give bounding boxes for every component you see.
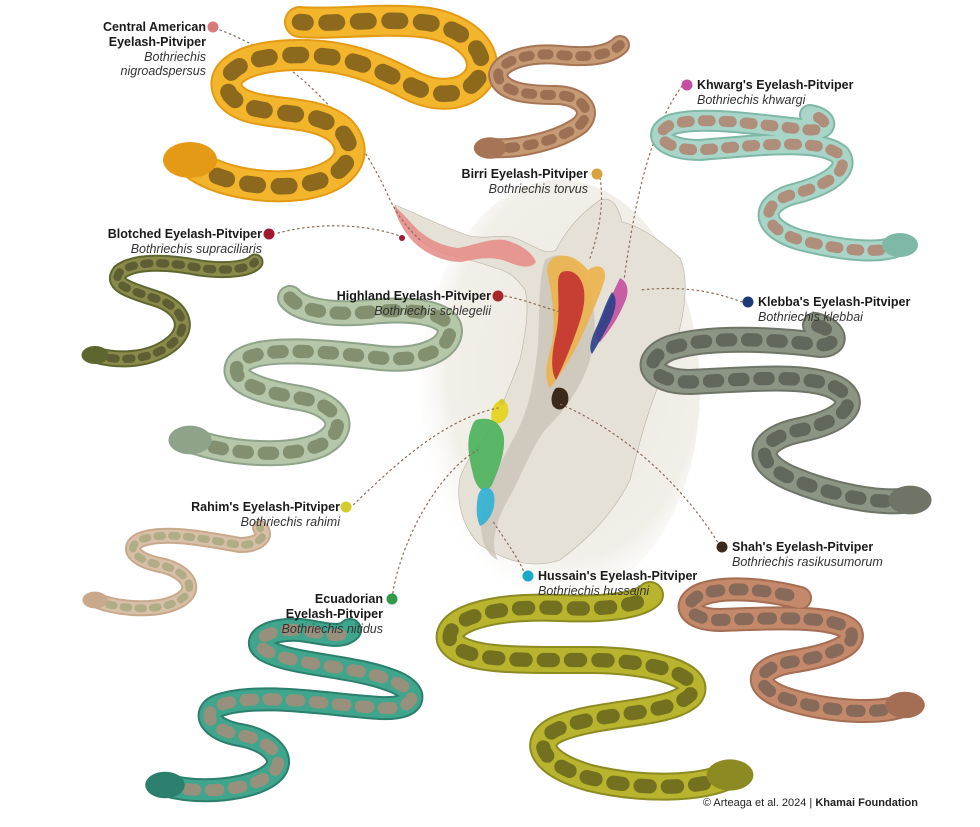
snake-birri [473, 35, 630, 159]
range-klebbai [590, 292, 616, 354]
common-name: Khwarg's Eyelash-Pitviper [697, 78, 854, 92]
dot-ecuadorian [386, 593, 398, 605]
common-name: Highland Eyelash-Pitviper [336, 289, 491, 303]
snake-pattern [158, 623, 418, 797]
pin-rahimi [499, 399, 505, 405]
common-name: Shah's Eyelash-Pitviper [732, 540, 874, 554]
label-khwarg: Khwarg's Eyelash-Pitviper Bothriechis kh… [697, 78, 854, 108]
snake-pattern [646, 318, 917, 508]
range-nitidus [468, 418, 505, 491]
snake-pattern [90, 257, 260, 363]
label-highland: Highland Eyelash-Pitviper Bothriechis sc… [271, 289, 491, 319]
legend-dots [207, 21, 754, 605]
connector-highland [504, 295, 561, 313]
common-name: Hussain's Eyelash-Pitviper [538, 569, 698, 583]
common-name: Klebba's Eyelash-Pitviper [758, 295, 911, 309]
dot-hussain [522, 570, 534, 582]
common-name: Ecuadorian Eyelash-Pitviper [285, 592, 383, 621]
credit-line: © Arteaga et al. 2024 | Khamai Foundatio… [703, 797, 918, 809]
snake-ecuadorian [145, 617, 424, 803]
range-rasikusumorum [551, 387, 569, 410]
common-name: Blotched Eyelash-Pitviper [107, 227, 262, 241]
dot-central [207, 21, 219, 33]
snake-head [145, 771, 185, 799]
label-rahim: Rahim's Eyelash-Pitviper Bothriechis rah… [140, 500, 340, 530]
connector-ecuadorian [391, 449, 479, 599]
scientific-name: Bothriechis rahimi [240, 514, 340, 529]
snake-head [82, 591, 108, 609]
range-hussaini [476, 487, 495, 526]
label-klebba: Klebba's Eyelash-Pitviper Bothriechis kl… [758, 295, 910, 325]
credit-text: © Arteaga et al. 2024 | [702, 797, 816, 809]
scientific-name: Bothriechis hussaini [538, 583, 650, 598]
snake-head [168, 425, 212, 455]
snake-khwarg [650, 104, 918, 262]
snake-head [81, 346, 109, 364]
snake-pattern [655, 109, 906, 256]
label-central: Central American Eyelash-Pitviper Bothri… [6, 20, 206, 79]
snake-head [163, 142, 217, 178]
dot-blotched [263, 228, 275, 240]
snake-pattern [181, 12, 491, 195]
label-hussain: Hussain's Eyelash-Pitviper Bothriechis h… [538, 569, 697, 599]
snake-head [706, 759, 754, 791]
snake-pattern [183, 291, 457, 460]
snake-pattern [442, 587, 738, 794]
common-name: Birri Eyelash-Pitviper [461, 167, 588, 181]
snake-head [888, 485, 932, 515]
label-shah: Shah's Eyelash-Pitviper Bothriechis rasi… [732, 540, 883, 570]
label-blotched: Blotched Eyelash-Pitviper Bothriechis su… [42, 227, 262, 257]
dot-shah [716, 541, 728, 553]
connector-blotched [277, 225, 401, 237]
snake-head [885, 691, 925, 719]
range-map [393, 180, 700, 600]
pin-blotched [399, 235, 405, 241]
range-central [393, 205, 536, 267]
snake-illustrations [81, 4, 932, 803]
scientific-name: Bothriechis torvus [488, 181, 588, 196]
snake-klebba [639, 312, 932, 515]
connector-hussain [491, 519, 526, 576]
snake-head [473, 137, 507, 159]
snake-central [163, 4, 498, 203]
credit-org: Khamai Foundation [815, 797, 918, 809]
scientific-name: Bothriechis supraciliaris [130, 241, 262, 256]
scientific-name: Bothriechis schlegelii [374, 303, 491, 318]
range-rahimi [491, 400, 509, 424]
snake-head [882, 233, 918, 257]
snake-shah [677, 577, 925, 723]
scientific-name: Bothriechis nigroadspersus [120, 49, 206, 79]
scientific-name: Bothriechis khwargi [697, 92, 806, 107]
label-ecuadorian: Ecuadorian Eyelash-Pitviper Bothriechis … [183, 592, 383, 636]
scientific-name: Bothriechis rasikusumorum [732, 554, 883, 569]
snake-pattern [485, 40, 625, 154]
range-schlegelii [552, 270, 585, 380]
dot-birri [591, 168, 603, 180]
dot-highland [492, 290, 504, 302]
scientific-name: Bothriechis nitidus [281, 621, 383, 636]
dot-klebba [742, 296, 754, 308]
common-name: Central American Eyelash-Pitviper [102, 20, 206, 49]
dot-khwarg [681, 79, 693, 91]
label-birri: Birri Eyelash-Pitviper Bothriechis torvu… [388, 167, 588, 197]
dot-rahim [340, 501, 352, 513]
connector-khwarg [623, 85, 683, 281]
connector-central [219, 29, 421, 241]
snake-highland [168, 285, 463, 467]
snake-pattern [91, 524, 267, 613]
connector-lines [219, 29, 743, 599]
connector-rahim [349, 407, 499, 509]
common-name: Rahim's Eyelash-Pitviper [191, 500, 340, 514]
snake-rahim [82, 520, 271, 617]
scientific-name: Bothriechis klebbai [758, 309, 863, 324]
snake-blotched [81, 253, 264, 368]
snake-pattern [683, 583, 912, 718]
snake-hussain [435, 581, 754, 801]
connector-klebba [639, 287, 743, 303]
